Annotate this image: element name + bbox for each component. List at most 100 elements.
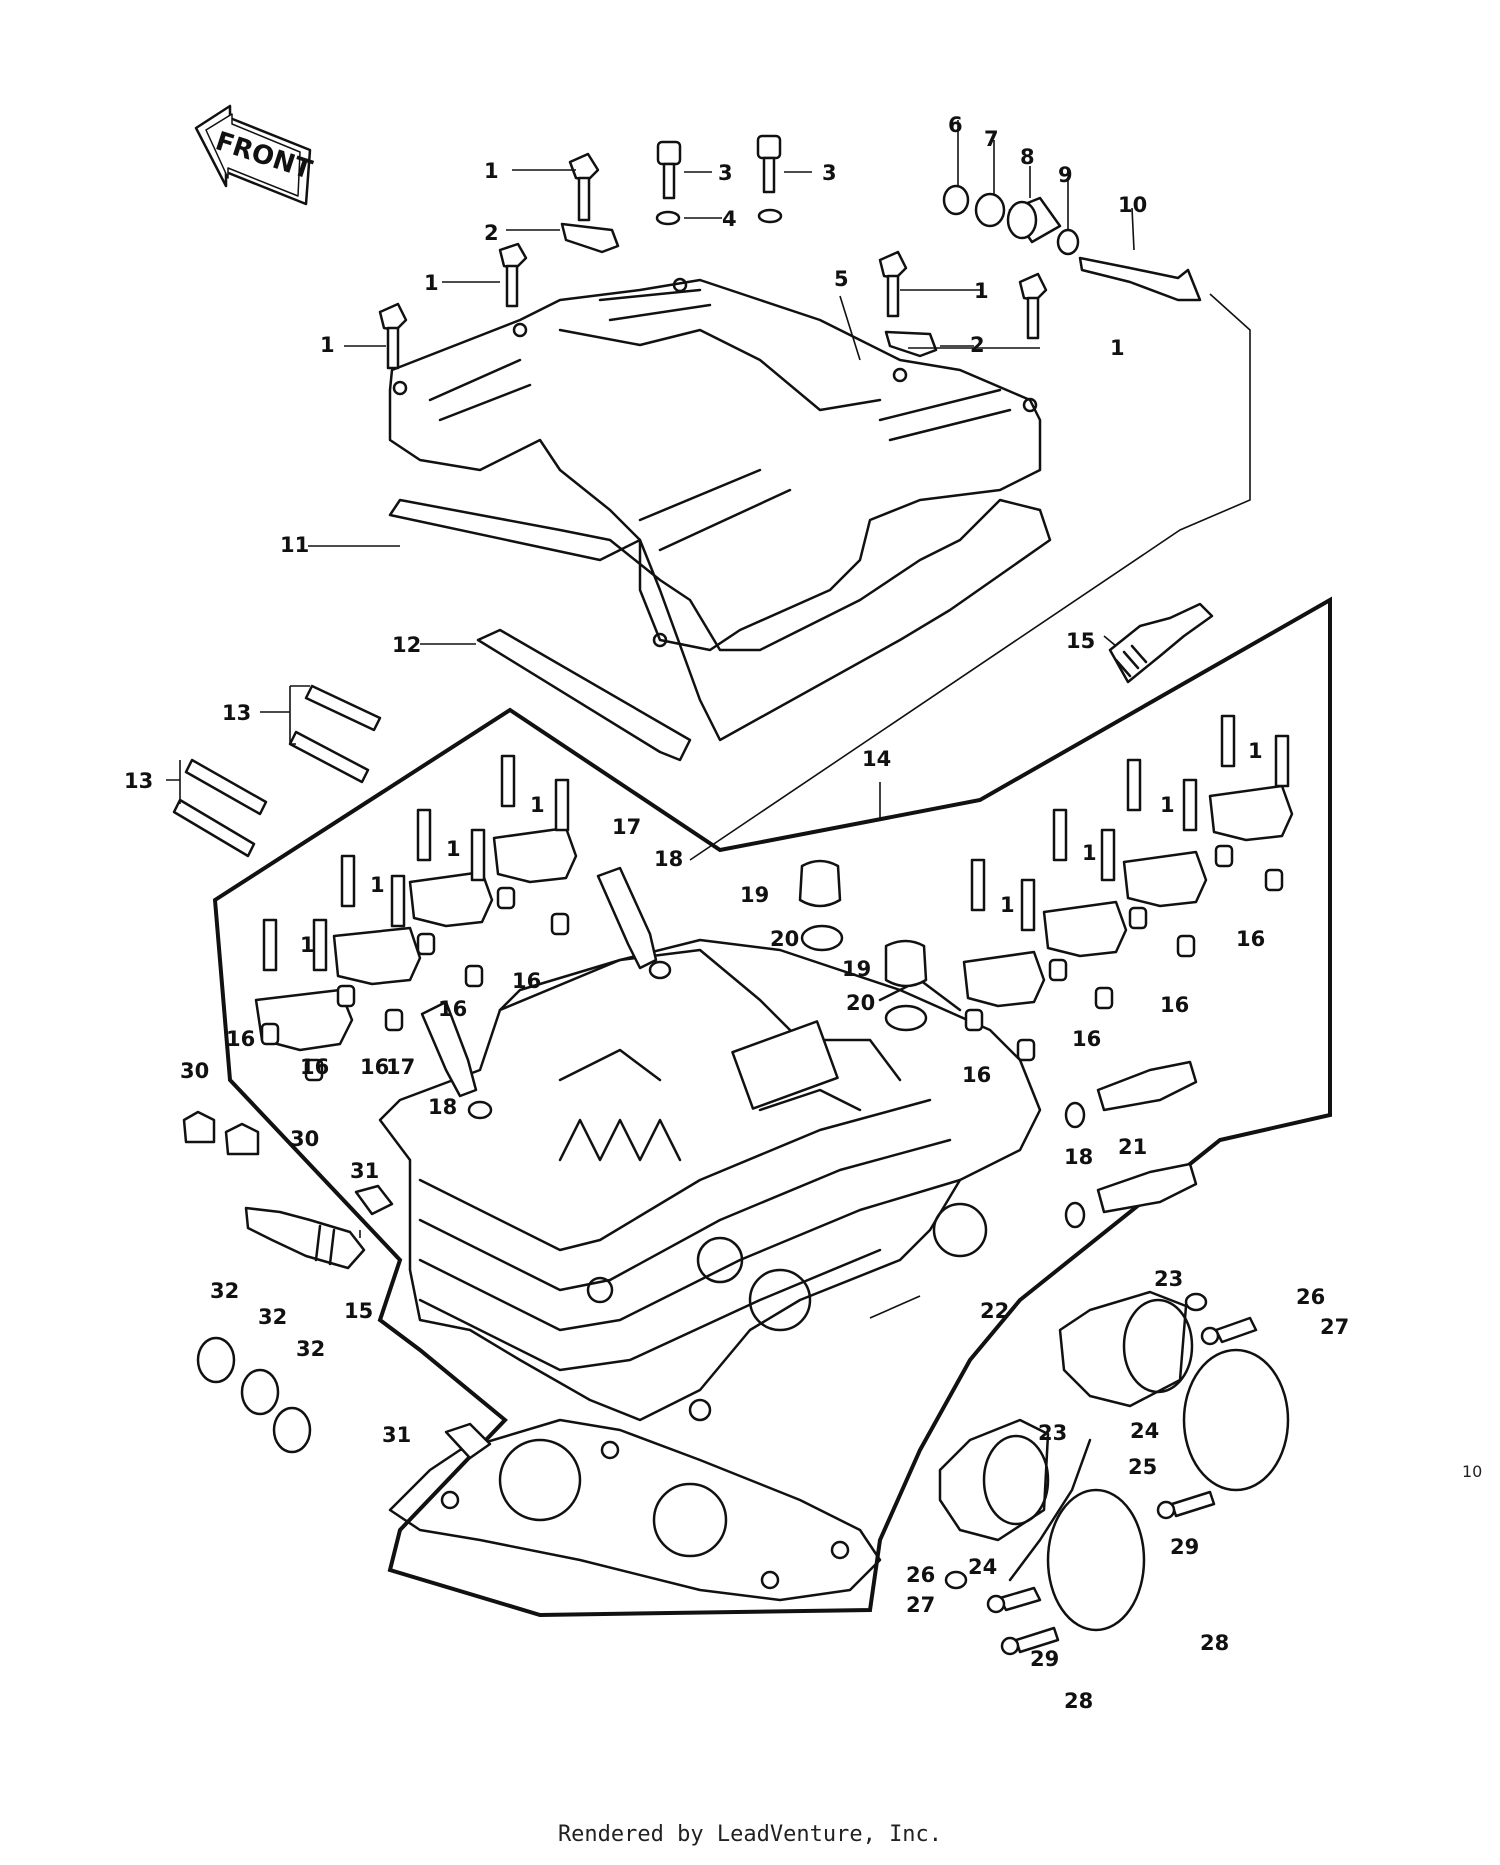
callout-27: 27	[1320, 1315, 1349, 1339]
footer-credit: Rendered by LeadVenture, Inc.	[557, 1822, 943, 1847]
bolt-icon	[568, 152, 600, 222]
o-ring-icon	[884, 1004, 928, 1032]
callout-26: 26	[906, 1563, 935, 1587]
cylinder-head	[378, 938, 1042, 1422]
callout-1: 1	[320, 333, 335, 357]
callout-4: 4	[722, 207, 737, 231]
rubber-plug	[798, 859, 842, 908]
callout-30: 30	[180, 1059, 209, 1083]
callout-11: 11	[280, 533, 309, 557]
washer-icon	[944, 1570, 968, 1590]
screw-icon	[656, 140, 682, 200]
o-ring-icon	[1064, 1201, 1086, 1229]
valve-cover	[388, 277, 1042, 652]
callout-15: 15	[1066, 629, 1095, 653]
cap-nut	[224, 1122, 260, 1156]
plug-cap	[196, 1336, 236, 1384]
callout-16: 16	[1160, 993, 1189, 1017]
callout-16: 16	[300, 1055, 329, 1079]
callout-28: 28	[1200, 1631, 1229, 1655]
plug-cap	[240, 1368, 280, 1416]
washer-icon	[655, 210, 681, 226]
o-ring-icon	[467, 1100, 493, 1120]
bolt-icon	[498, 242, 528, 308]
callout-22: 22	[980, 1299, 1009, 1323]
callout-32: 32	[210, 1279, 239, 1303]
valve-cover-gasket	[388, 498, 1052, 742]
callout-3: 3	[822, 161, 837, 185]
o-ring-icon	[1064, 1101, 1086, 1129]
studs	[172, 684, 382, 858]
callout-16: 16	[962, 1063, 991, 1087]
spark-plug-icon	[1108, 602, 1214, 684]
callout-7: 7	[984, 127, 999, 151]
leader-lines	[166, 120, 1251, 1319]
clamp-icon	[560, 222, 620, 254]
cover-bolts	[378, 152, 1048, 370]
chain-guide	[476, 628, 692, 762]
callout-2: 2	[484, 221, 499, 245]
washer-icon	[1184, 1292, 1208, 1312]
callout-1: 1	[484, 159, 499, 183]
bolt-icon	[378, 302, 408, 370]
callout-29: 29	[1030, 1647, 1059, 1671]
callout-1: 1	[1000, 893, 1015, 917]
callout-16: 16	[1236, 927, 1265, 951]
callout-24: 24	[1130, 1419, 1159, 1443]
callout-32: 32	[258, 1305, 287, 1329]
callout-16: 16	[512, 969, 541, 993]
breather-hose	[1008, 1438, 1092, 1582]
callout-25: 25	[1128, 1455, 1157, 1479]
head-gasket	[388, 1418, 882, 1602]
callout-1: 1	[974, 279, 989, 303]
carburetor-holder	[938, 1418, 1050, 1542]
callout-14: 14	[862, 747, 891, 771]
callout-18: 18	[428, 1095, 457, 1119]
callout-19: 19	[842, 957, 871, 981]
oil-fitting	[1096, 1162, 1198, 1214]
bolt-icon	[1018, 272, 1048, 340]
callout-16: 16	[360, 1055, 389, 1079]
callout-1: 1	[530, 793, 545, 817]
carburetor-holder	[1058, 1290, 1194, 1408]
callout-16: 16	[438, 997, 467, 1021]
callout-23: 23	[1154, 1267, 1183, 1291]
tachometer-drive-parts	[942, 184, 1202, 302]
o-ring-icon	[800, 924, 844, 952]
callout-20: 20	[770, 927, 799, 951]
callout-16: 16	[1072, 1027, 1101, 1051]
oil-fitting	[596, 866, 658, 970]
oil-fitting	[1096, 1060, 1198, 1112]
rubber-plug	[884, 939, 928, 988]
callout-1: 1	[370, 873, 385, 897]
rubber-block	[444, 1422, 492, 1460]
page-number: 10	[1462, 1462, 1483, 1481]
callout-3: 3	[718, 161, 733, 185]
callout-8: 8	[1020, 145, 1035, 169]
callout-1: 1	[446, 837, 461, 861]
callout-21: 21	[1118, 1135, 1147, 1159]
callout-26: 26	[1296, 1285, 1325, 1309]
clamp-icon	[884, 330, 938, 358]
camshaft-caps	[254, 784, 1294, 1052]
callout-30: 30	[290, 1127, 319, 1151]
cap-nut	[182, 1110, 216, 1144]
callout-1: 1	[300, 933, 315, 957]
callout-18: 18	[654, 847, 683, 871]
callout-13: 13	[124, 769, 153, 793]
spark-plug-icon	[244, 1206, 366, 1270]
callout-10: 10	[1118, 193, 1147, 217]
callout-labels: 1 1 1 1 1 2 2 3 3 4 5 6 7 8 9 10 11 12 1…	[124, 113, 1349, 1713]
callout-17: 17	[612, 815, 641, 839]
callout-12: 12	[392, 633, 421, 657]
cover-screws	[656, 134, 782, 200]
screw-icon	[756, 134, 782, 194]
rubber-block	[354, 1184, 394, 1216]
dowel-pins	[260, 844, 1284, 1082]
hose-clamp	[1182, 1348, 1290, 1492]
parts-group-boundary	[212, 596, 1332, 1618]
callout-15: 15	[344, 1299, 373, 1323]
callout-16: 16	[226, 1027, 255, 1051]
callout-32: 32	[296, 1337, 325, 1361]
callout-9: 9	[1058, 163, 1073, 187]
